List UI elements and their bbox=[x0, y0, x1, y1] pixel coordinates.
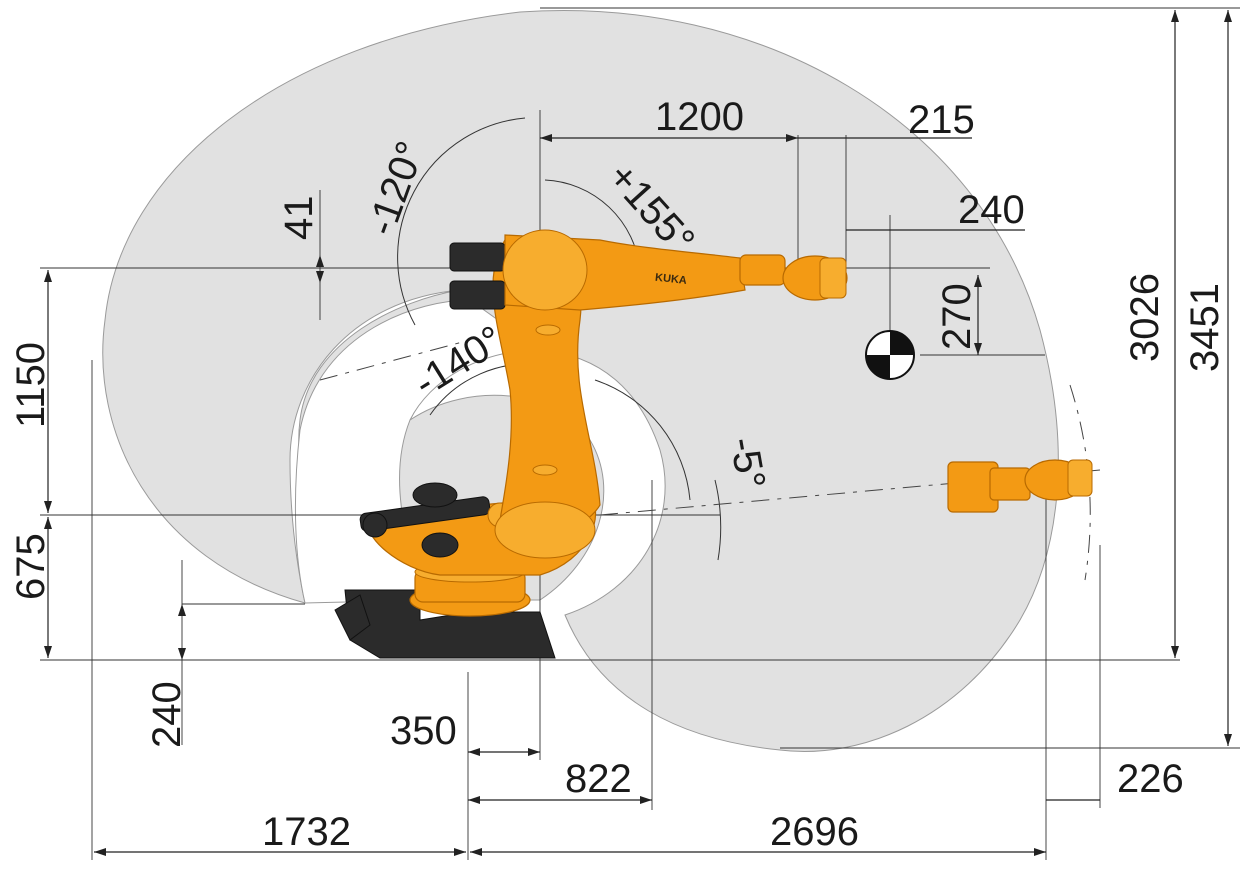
dim-240-left: 240 bbox=[145, 681, 189, 748]
center-of-mass-icon bbox=[865, 330, 915, 380]
dim-1200: 1200 bbox=[655, 95, 744, 139]
envelope-inner-void bbox=[294, 299, 542, 604]
angle-minus-5: -5° bbox=[721, 434, 773, 492]
dim-270: 270 bbox=[935, 283, 979, 350]
dim-226: 226 bbox=[1117, 757, 1184, 801]
dim-3026: 3026 bbox=[1123, 273, 1167, 362]
robot-wrist-extended bbox=[947, 459, 1093, 513]
dim-350: 350 bbox=[390, 709, 457, 753]
robot-base bbox=[334, 561, 556, 659]
dim-215: 215 bbox=[908, 98, 975, 142]
dim-3451: 3451 bbox=[1183, 283, 1227, 372]
dim-675: 675 bbox=[9, 533, 53, 600]
robot-upper-arm: KUKA bbox=[449, 229, 848, 311]
dim-2696: 2696 bbox=[770, 810, 859, 854]
dim-240-top: 240 bbox=[958, 188, 1025, 232]
dimension-lines bbox=[44, 10, 1232, 856]
work-envelope bbox=[102, 10, 1059, 752]
dim-822: 822 bbox=[565, 757, 632, 801]
dim-1150: 1150 bbox=[9, 342, 53, 428]
dim-1732: 1732 bbox=[262, 810, 351, 854]
dim-41: 41 bbox=[277, 196, 321, 241]
kuka-logo: KUKA bbox=[654, 272, 687, 287]
